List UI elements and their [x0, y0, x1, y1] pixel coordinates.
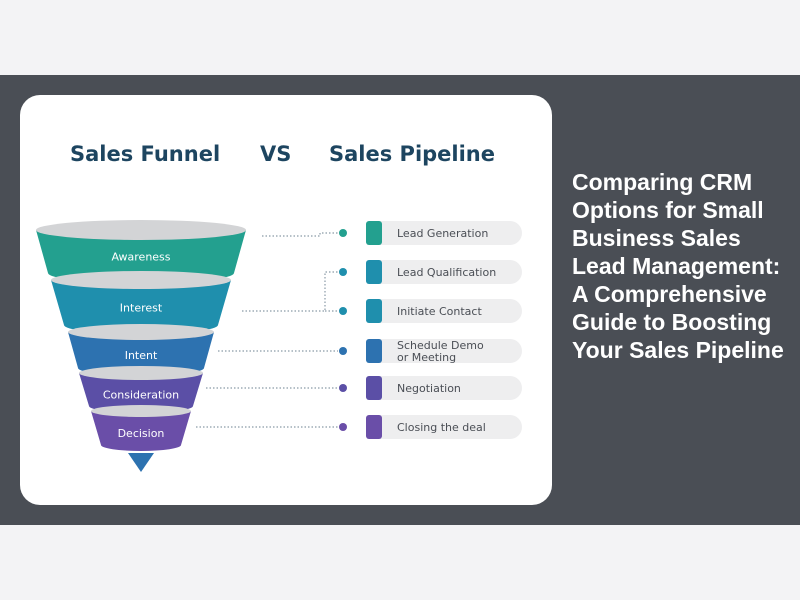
pipeline-stage-marker [366, 339, 382, 363]
funnel-stage-label: Intent [125, 349, 158, 362]
pipeline-stage-pill [366, 260, 522, 284]
title-vs: VS [260, 142, 291, 166]
pipeline-stage-label: Lead Generation [397, 227, 488, 240]
pipeline-stage: Lead Generation [339, 221, 522, 245]
funnel-stage-body [68, 332, 214, 376]
pipeline-stage-marker [366, 221, 382, 245]
pipeline-node-dot-icon [339, 229, 347, 237]
pipeline-stage-marker [366, 299, 382, 323]
funnel-stage-intent: Intent [68, 324, 214, 376]
pipeline-stage: Negotiation [339, 376, 522, 400]
funnel-stage-body [91, 411, 191, 451]
pipeline-node-dot-icon [339, 307, 347, 315]
pipeline-stage-label-line2: or Meeting [397, 351, 456, 364]
pipeline-node-dot-icon [339, 423, 347, 431]
funnel-stage-decision: Decision [91, 405, 191, 451]
pipeline-stage-marker [366, 376, 382, 400]
sales-funnel: AwarenessInterestIntentConsiderationDeci… [36, 220, 246, 472]
funnel-stage-rim [68, 324, 214, 340]
pipeline-stage: Closing the deal [339, 415, 522, 439]
pipeline-node-dot-icon [339, 347, 347, 355]
pipeline-stage-pill [366, 415, 522, 439]
funnel-arrow-icon [128, 453, 154, 472]
pipeline-stage: Initiate Contact [339, 299, 522, 323]
funnel-stage-consideration: Consideration [79, 366, 203, 413]
pipeline-stage-label: Negotiation [397, 382, 461, 395]
funnel-stage-interest: Interest [51, 271, 231, 334]
funnel-stage-label: Interest [120, 302, 163, 315]
funnel-stage-rim [51, 271, 231, 289]
infographic-card: Sales Funnel VS Sales Pipeline Awareness… [20, 95, 552, 505]
sales-funnel-vs-pipeline-infographic: Sales Funnel VS Sales Pipeline Awareness… [36, 142, 522, 472]
pipeline-stage: Lead Qualification [339, 260, 522, 284]
pipeline-stage-label: Lead Qualification [397, 266, 496, 279]
pipeline-stage-pill [366, 299, 522, 323]
pipeline-stage-pill [366, 376, 522, 400]
funnel-stage-awareness: Awareness [36, 220, 246, 283]
funnel-stage-rim [91, 405, 191, 417]
funnel-stage-body [36, 230, 246, 283]
title-sales-pipeline: Sales Pipeline [329, 142, 495, 166]
funnel-stage-body [51, 280, 231, 334]
title-sales-funnel: Sales Funnel [70, 142, 220, 166]
connector-line [262, 232, 338, 237]
pipeline-node-dot-icon [339, 384, 347, 392]
pipeline-stage-label: Initiate Contact [397, 305, 482, 318]
pipeline-stage-marker [366, 415, 382, 439]
connector-line [242, 271, 338, 312]
funnel-stage-label: Awareness [111, 251, 170, 264]
pipeline-stage-label: Schedule Demo [397, 339, 484, 352]
funnel-stage-rim [36, 220, 246, 240]
pipeline-stage-pill [366, 221, 522, 245]
pipeline-stage-label: Closing the deal [397, 421, 486, 434]
pipeline-stage-pill [366, 339, 522, 363]
pipeline-node-dot-icon [339, 268, 347, 276]
pipeline-stage-marker [366, 260, 382, 284]
funnel-stage-label: Consideration [103, 389, 179, 402]
connector-lines [196, 232, 338, 428]
funnel-stage-body [79, 373, 203, 413]
funnel-stage-rim [79, 366, 203, 380]
article-headline: Comparing CRM Options for Small Business… [572, 169, 784, 363]
funnel-stage-label: Decision [118, 427, 165, 440]
